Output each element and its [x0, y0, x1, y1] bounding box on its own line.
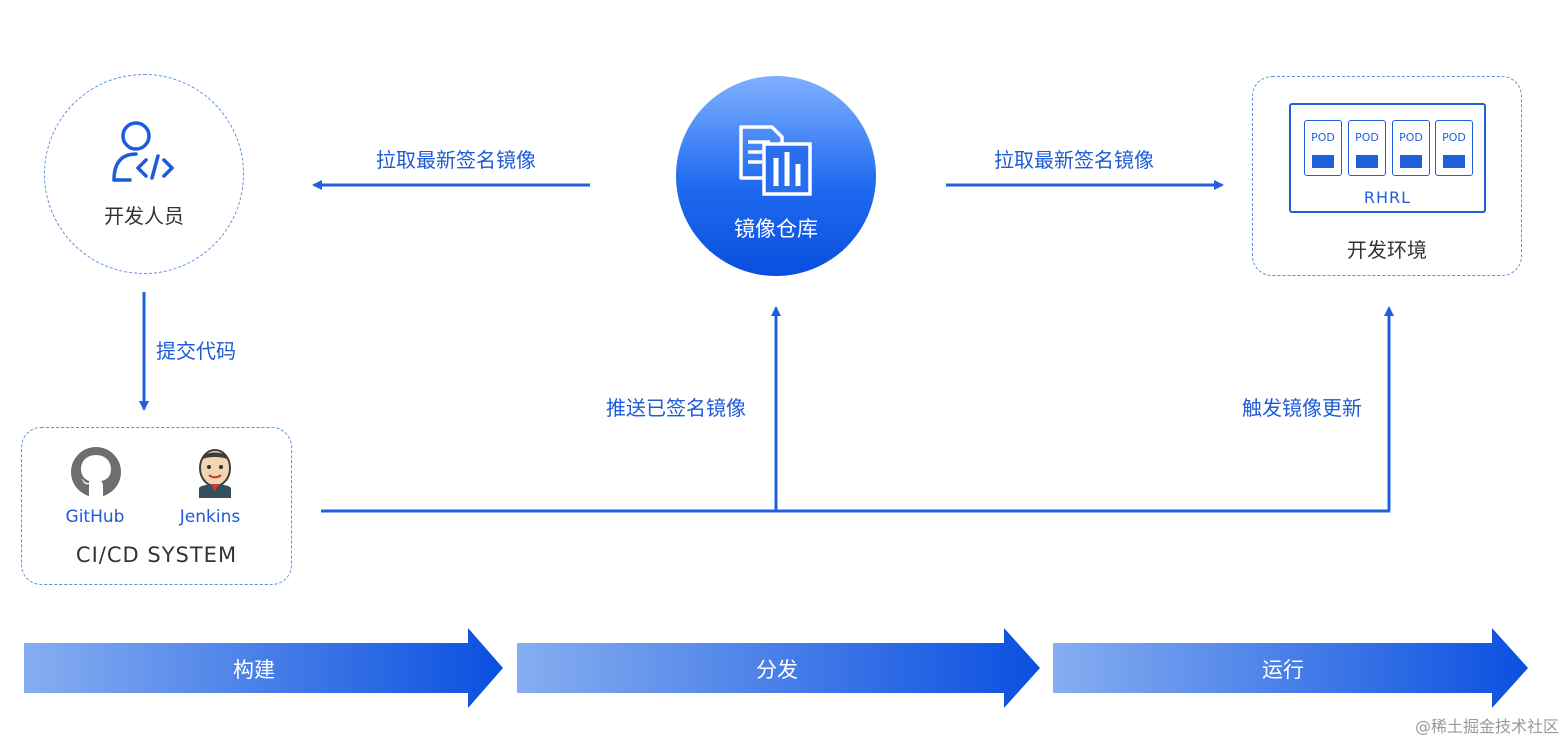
pod-label: POD: [1311, 131, 1335, 144]
watermark: @稀土掘金技术社区: [1414, 717, 1559, 736]
registry-document-icon: [739, 125, 812, 196]
jenkins-icon: [199, 449, 231, 498]
flow-label-pull-left: 拉取最新签名镜像: [376, 148, 536, 172]
pod-block: [1312, 155, 1334, 168]
pod-1: POD: [1304, 120, 1342, 176]
pod-3: POD: [1392, 120, 1430, 176]
rhrl-cluster: [1289, 103, 1486, 213]
pod-block: [1356, 155, 1378, 168]
pod-label: POD: [1442, 131, 1466, 144]
flow-label-commit: 提交代码: [156, 339, 236, 363]
pod-label: POD: [1355, 131, 1379, 144]
rhrl-label: RHRL: [1363, 188, 1412, 207]
pod-4: POD: [1435, 120, 1473, 176]
phase-label-build: 构建: [233, 658, 275, 682]
pod-2: POD: [1348, 120, 1386, 176]
github-icon: [71, 447, 121, 497]
flow-label-trigger: 触发镜像更新: [1242, 396, 1362, 420]
developer-node: [44, 74, 244, 274]
pod-label: POD: [1399, 131, 1423, 144]
phase-label-run: 运行: [1262, 658, 1304, 682]
registry-label: 镜像仓库: [734, 217, 818, 241]
pod-block: [1443, 155, 1465, 168]
phase-arrow-run: [1053, 628, 1528, 708]
github-label: GitHub: [65, 507, 125, 527]
flow-label-push: 推送已签名镜像: [606, 396, 746, 420]
environment-label: 开发环境: [1347, 238, 1427, 262]
flow-label-pull-right: 拉取最新签名镜像: [994, 148, 1154, 172]
phase-arrow-distribute: [517, 628, 1040, 708]
cicd-node: [21, 427, 292, 585]
phase-arrow-build: [24, 628, 503, 708]
jenkins-label: Jenkins: [179, 507, 241, 527]
developer-code-icon: [112, 121, 174, 182]
pod-block: [1400, 155, 1422, 168]
developer-label: 开发人员: [104, 204, 184, 228]
cicd-label: CI/CD SYSTEM: [75, 543, 238, 567]
environment-node: [1252, 76, 1522, 276]
phase-label-distribute: 分发: [756, 658, 798, 682]
